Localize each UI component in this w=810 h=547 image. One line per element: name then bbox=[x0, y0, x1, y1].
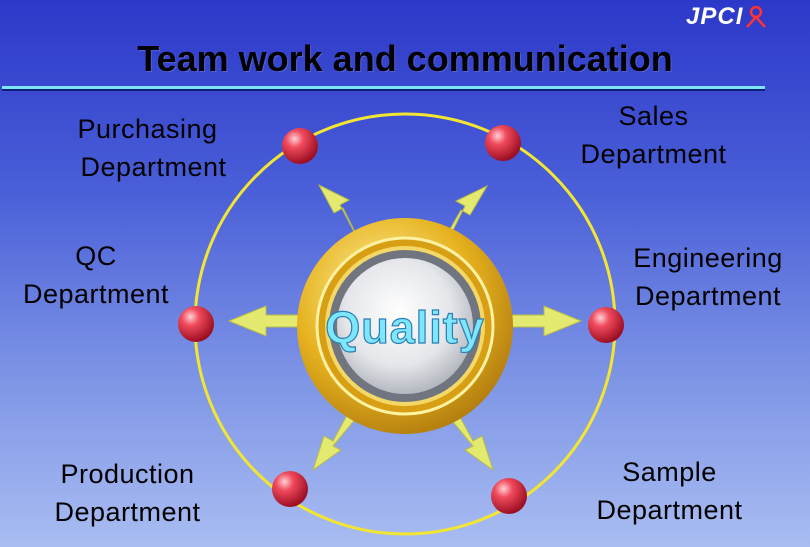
logo-text: JPCI bbox=[686, 3, 744, 30]
dept-engineering-name: Engineering bbox=[633, 243, 783, 273]
node-sales bbox=[485, 125, 521, 161]
quality-hub: Quality bbox=[297, 218, 513, 434]
dept-purchasing-name: Purchasing bbox=[77, 114, 218, 144]
dept-sales-suffix: Department bbox=[580, 139, 727, 169]
dept-sample-suffix: Department bbox=[596, 495, 743, 525]
title-underline bbox=[2, 86, 765, 89]
dept-production-suffix: Department bbox=[54, 497, 201, 527]
node-purchasing bbox=[282, 128, 318, 164]
dept-sample: Sample Department bbox=[572, 453, 767, 529]
node-engineering bbox=[588, 307, 624, 343]
dept-purchasing: Purchasing Department bbox=[50, 110, 245, 186]
quality-label: Quality bbox=[325, 302, 485, 353]
node-sample bbox=[491, 478, 527, 514]
dept-qc-suffix: Department bbox=[22, 279, 170, 309]
dept-qc-name: QC bbox=[75, 241, 117, 271]
dept-production: Production Department bbox=[30, 455, 225, 531]
department-nodes bbox=[178, 125, 624, 514]
node-production bbox=[272, 471, 308, 507]
dept-production-name: Production bbox=[60, 459, 195, 489]
dept-engineering: Engineering Department bbox=[608, 239, 808, 315]
dept-qc: QC Department bbox=[0, 237, 192, 313]
dept-engineering-suffix: Department bbox=[634, 281, 782, 311]
dept-sample-name: Sample bbox=[622, 457, 717, 487]
company-logo: JPCI bbox=[686, 3, 767, 30]
hub-face bbox=[337, 258, 473, 394]
page-title: Team work and communication bbox=[137, 38, 673, 79]
dept-purchasing-suffix: Department bbox=[80, 152, 227, 182]
dept-sales-name: Sales bbox=[618, 101, 689, 131]
logo-figure-icon bbox=[746, 5, 767, 28]
node-qc bbox=[178, 306, 214, 342]
dept-sales: Sales Department bbox=[556, 97, 751, 173]
